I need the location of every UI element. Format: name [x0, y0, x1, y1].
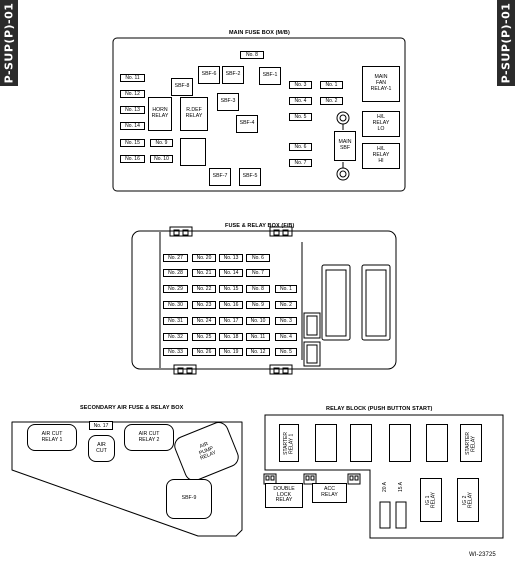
fuse-label: No. 25: [192, 333, 216, 341]
fuse-label: No. 12: [120, 90, 145, 98]
hl-relay-hi: H/L RELAY HI: [362, 143, 400, 169]
sbf-2: SBF-2: [222, 66, 244, 84]
sbf-3: SBF-3: [217, 93, 239, 111]
fuse-label: No. 26: [192, 348, 216, 356]
sbf-5: SBF-5: [239, 168, 261, 186]
hl-relay-lo: H/L RELAY LO: [362, 111, 400, 137]
fuse-label: No. 7: [246, 269, 270, 277]
fuse-label: No. 6: [246, 254, 270, 262]
empty-relay-socket: [350, 424, 372, 462]
fuse-label: No. 30: [163, 301, 188, 309]
fuse-label: No. 4: [275, 333, 297, 341]
fuse-label: No. 11: [120, 74, 145, 82]
sbf-1: SBF-1: [259, 67, 281, 85]
ig2-relay: IG 2 RELAY: [457, 478, 479, 522]
fuse-label: No. 8: [240, 51, 264, 59]
sbf-4: SBF-4: [236, 115, 258, 133]
fuse-label: No. 13: [219, 254, 243, 262]
fuse-label: No. 20: [192, 254, 216, 262]
sbf-8: SBF-8: [171, 78, 193, 96]
fuse-label: No. 5: [289, 113, 312, 121]
air-cut-relay-2: AIR CUT RELAY 2: [124, 424, 174, 451]
section-tab-right: P-SUP(P)-01: [497, 0, 515, 86]
fuse-relay-box-outline: [131, 230, 397, 370]
fuse-label: No. 3: [289, 81, 312, 89]
fuse-label: No. 11: [246, 333, 270, 341]
fuse-label: No. 1: [275, 285, 297, 293]
main-fuse-box-outline: [112, 37, 406, 192]
empty-relay-socket: [180, 138, 206, 166]
fuse-label: No. 8: [246, 285, 270, 293]
fuse-20a: 20 A: [378, 477, 392, 497]
relay-block-title: RELAY BLOCK (PUSH BUTTON START): [326, 406, 433, 412]
fuse-15a: 15 A: [394, 477, 408, 497]
fuse-label: No. 14: [219, 269, 243, 277]
fuse-label: No. 21: [192, 269, 216, 277]
starter-relay-1: STARTER RELAY 1: [279, 424, 299, 462]
fuse-label: No. 24: [192, 317, 216, 325]
fuse-label: No. 3: [275, 317, 297, 325]
fuse-label: No. 33: [163, 348, 188, 356]
fuse-label: No. 23: [192, 301, 216, 309]
main-fan-relay-1: MAIN FAN RELAY-1: [362, 66, 400, 102]
fuse-label: No. 2: [320, 97, 343, 105]
figure-code: WI-23725: [469, 552, 496, 558]
fuse-label: No. 13: [120, 106, 145, 114]
fuse-label: No. 10: [150, 155, 173, 163]
fuse-label: No. 10: [246, 317, 270, 325]
fuse-label: No. 9: [150, 139, 173, 147]
air-cut-relay-1: AIR CUT RELAY 1: [27, 424, 77, 451]
fuse-label: No. 27: [163, 254, 188, 262]
secondary-box-outline: [11, 421, 243, 537]
fuse-label: No. 32: [163, 333, 188, 341]
fuse-relay-box-title: FUSE & RELAY BOX (F/B): [225, 223, 295, 229]
fuse-label: No. 22: [192, 285, 216, 293]
main-sbf: MAIN SBF: [334, 131, 356, 161]
double-lock-relay: DOUBLE LOCK RELAY: [265, 483, 303, 508]
main-fuse-box-title: MAIN FUSE BOX (M/B): [229, 30, 290, 36]
fuse-label: No. 16: [120, 155, 145, 163]
empty-relay-socket: [426, 424, 448, 462]
empty-relay-socket: [315, 424, 337, 462]
sbf-9: SBF-9: [166, 479, 212, 519]
acc-relay: ACC RELAY: [312, 483, 347, 503]
fuse-label: No. 7: [289, 159, 312, 167]
sbf-6: SBF-6: [198, 66, 220, 84]
fuse-label: No. 1: [320, 81, 343, 89]
horn-relay: HORN RELAY: [148, 97, 172, 131]
fuse-label: No. 17: [89, 421, 113, 430]
fuse-label: No. 17: [219, 317, 243, 325]
fuse-label: No. 5: [275, 348, 297, 356]
fuse-label: No. 16: [219, 301, 243, 309]
fuse-label: No. 2: [275, 301, 297, 309]
starter-relay: STARTER RELAY: [460, 424, 482, 462]
fuse-label: No. 9: [246, 301, 270, 309]
section-tab-left: P-SUP(P)-01: [0, 0, 18, 86]
ig1-relay: IG 1 RELAY: [420, 478, 442, 522]
fuse-label: No. 28: [163, 269, 188, 277]
fuse-label: No. 15: [120, 139, 145, 147]
fuse-label: No. 15: [219, 285, 243, 293]
fuse-label: No. 29: [163, 285, 188, 293]
secondary-box-title: SECONDARY AIR FUSE & RELAY BOX: [80, 405, 184, 411]
fuse-label: No. 12: [246, 348, 270, 356]
relay-block-outline: [264, 414, 504, 539]
fuse-label: No. 18: [219, 333, 243, 341]
sbf-7: SBF-7: [209, 168, 231, 186]
rdef-relay: R.DEF RELAY: [180, 97, 208, 131]
empty-relay-socket: [389, 424, 411, 462]
fuse-label: No. 4: [289, 97, 312, 105]
fuse-label: No. 6: [289, 143, 312, 151]
fuse-label: No. 31: [163, 317, 188, 325]
fuse-label: No. 14: [120, 122, 145, 130]
fuse-label: No. 19: [219, 348, 243, 356]
air-cut-fuse: AIR CUT: [88, 435, 115, 462]
